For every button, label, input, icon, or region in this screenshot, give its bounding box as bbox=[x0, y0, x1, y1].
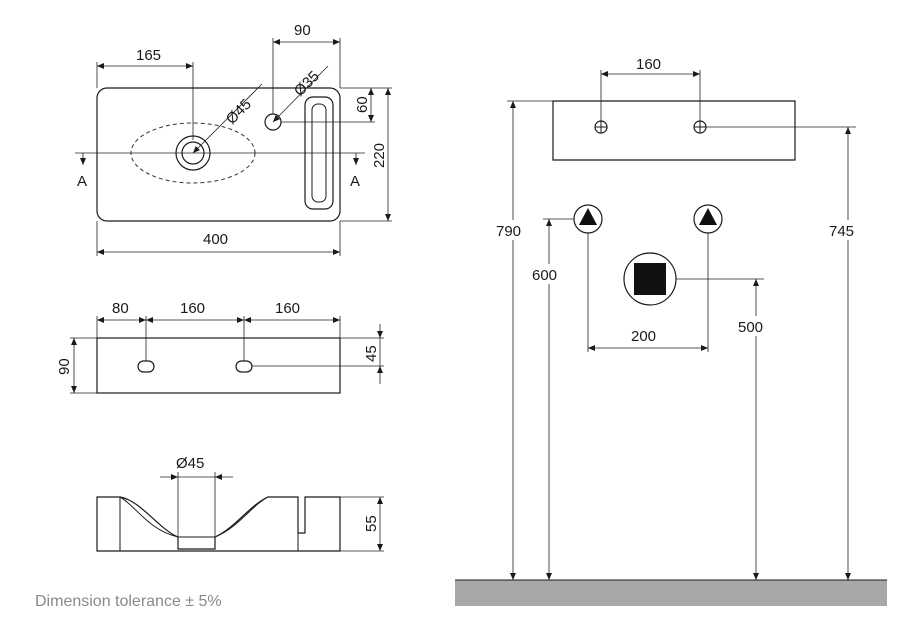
floor bbox=[455, 580, 887, 606]
dim-outlet-dia: Ø45 bbox=[176, 455, 204, 472]
dim-depth: 220 bbox=[371, 143, 388, 168]
section-mark-left: A bbox=[77, 173, 87, 190]
dim-top-height: 790 bbox=[496, 223, 521, 240]
basin-outline-front bbox=[96, 337, 341, 394]
dim-first-hole: 80 bbox=[112, 300, 129, 317]
basin-outline-top bbox=[96, 87, 341, 222]
wall-view: 160 790 745 600 200 bbox=[455, 56, 887, 606]
mount-point-right bbox=[693, 120, 707, 134]
mount-hole-right bbox=[235, 360, 253, 373]
dim-supply-height: 600 bbox=[532, 267, 557, 284]
dim-drain-offset: 165 bbox=[136, 47, 161, 64]
front-view: 80 160 160 90 45 bbox=[56, 300, 384, 394]
dim-supply-spacing: 200 bbox=[631, 328, 656, 345]
basin-section-profile bbox=[96, 496, 341, 552]
dim-mount-spacing: 160 bbox=[636, 56, 661, 73]
dim-width: 400 bbox=[203, 231, 228, 248]
section-mark-right: A bbox=[350, 173, 360, 190]
water-supply-left bbox=[573, 204, 603, 234]
tolerance-note: Dimension tolerance ± 5% bbox=[35, 593, 222, 610]
dim-front-height: 90 bbox=[56, 358, 73, 375]
basin-outline-wall bbox=[552, 100, 796, 161]
dim-hole-spacing-1: 160 bbox=[180, 300, 205, 317]
top-view: A A 165 90 Ø35 Ø45 60 220 400 bbox=[75, 22, 392, 256]
section-view: Ø45 55 bbox=[96, 455, 384, 552]
dim-tap-from-back: 60 bbox=[354, 96, 371, 113]
dim-hole-height: 45 bbox=[363, 345, 380, 362]
waste-outlet bbox=[623, 252, 677, 306]
dim-bowl-height: 55 bbox=[363, 515, 380, 532]
dim-hole-spacing-2: 160 bbox=[275, 300, 300, 317]
dim-tap-offset: 90 bbox=[294, 22, 311, 39]
dim-waste-height: 500 bbox=[738, 319, 763, 336]
mount-hole-left bbox=[137, 360, 155, 373]
mount-point-left bbox=[594, 120, 608, 134]
dim-mount-height: 745 bbox=[829, 223, 854, 240]
water-supply-right bbox=[693, 204, 723, 234]
